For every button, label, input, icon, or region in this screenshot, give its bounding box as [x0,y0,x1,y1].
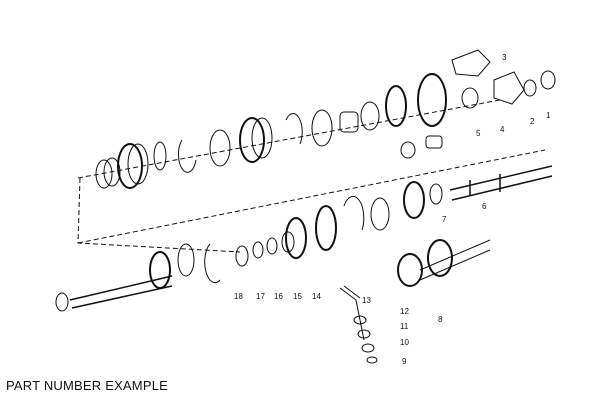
bearing-18 [235,245,249,267]
washer-5 [461,87,479,109]
part-number-labels: 1 2 3 4 5 6 7 8 9 10 11 12 13 14 15 16 1… [234,53,551,366]
ring-16 [266,237,278,255]
part-number-label: 1 [546,111,551,120]
assembly-guide-line [77,149,546,244]
gear-upper-right [385,73,447,127]
part-number-label: 12 [400,307,409,316]
shaft-washer [55,292,69,312]
part-number-label: 3 [502,53,507,62]
part-number-label: 8 [438,315,443,324]
gear-14 [285,205,337,259]
washer-2 [523,79,537,97]
caption: PART NUMBER EXAMPLE [6,378,169,393]
small-gear [400,141,416,159]
snap-ring [177,139,197,173]
part-number-label: 11 [400,322,409,331]
snap-ring [285,113,303,145]
part-number-label: 7 [442,215,447,224]
part-number-label: 2 [530,117,535,126]
gear-lower-right [403,181,425,219]
part-number-label: 9 [402,357,407,366]
snap-ring [343,195,365,231]
gear-upper-mid [239,117,273,163]
spacer-sleeve [339,111,359,133]
part-number-label: 4 [500,125,505,134]
input-shaft [69,275,173,309]
ring-17 [252,241,264,259]
part-number-label: 16 [274,292,283,301]
gear-upper-left [95,143,149,189]
main-shaft-6 [449,165,553,201]
synchro-ring [311,109,333,147]
flange-4 [493,71,525,105]
part-number-label: 13 [362,296,371,305]
part-number-label: 18 [234,292,243,301]
needle-bearing [360,101,380,131]
gear-lower-left [149,243,195,289]
part-number-label: 17 [256,292,265,301]
pin-sleeve [425,135,443,149]
part-number-label: 5 [476,129,481,138]
part-number-label: 10 [400,338,409,347]
synchro-ring [370,197,390,231]
shift-rod-stack [339,285,378,364]
synchro-ring [209,129,231,167]
washer-1 [540,70,556,90]
part-number-label: 15 [293,292,302,301]
flange-3 [451,49,491,77]
part-number-label: 6 [482,202,487,211]
part-number-label: 14 [312,292,321,301]
bearing-7 [429,183,443,205]
snap-ring [204,243,221,284]
countershaft-8 [397,239,491,287]
ring-upper [153,141,167,171]
